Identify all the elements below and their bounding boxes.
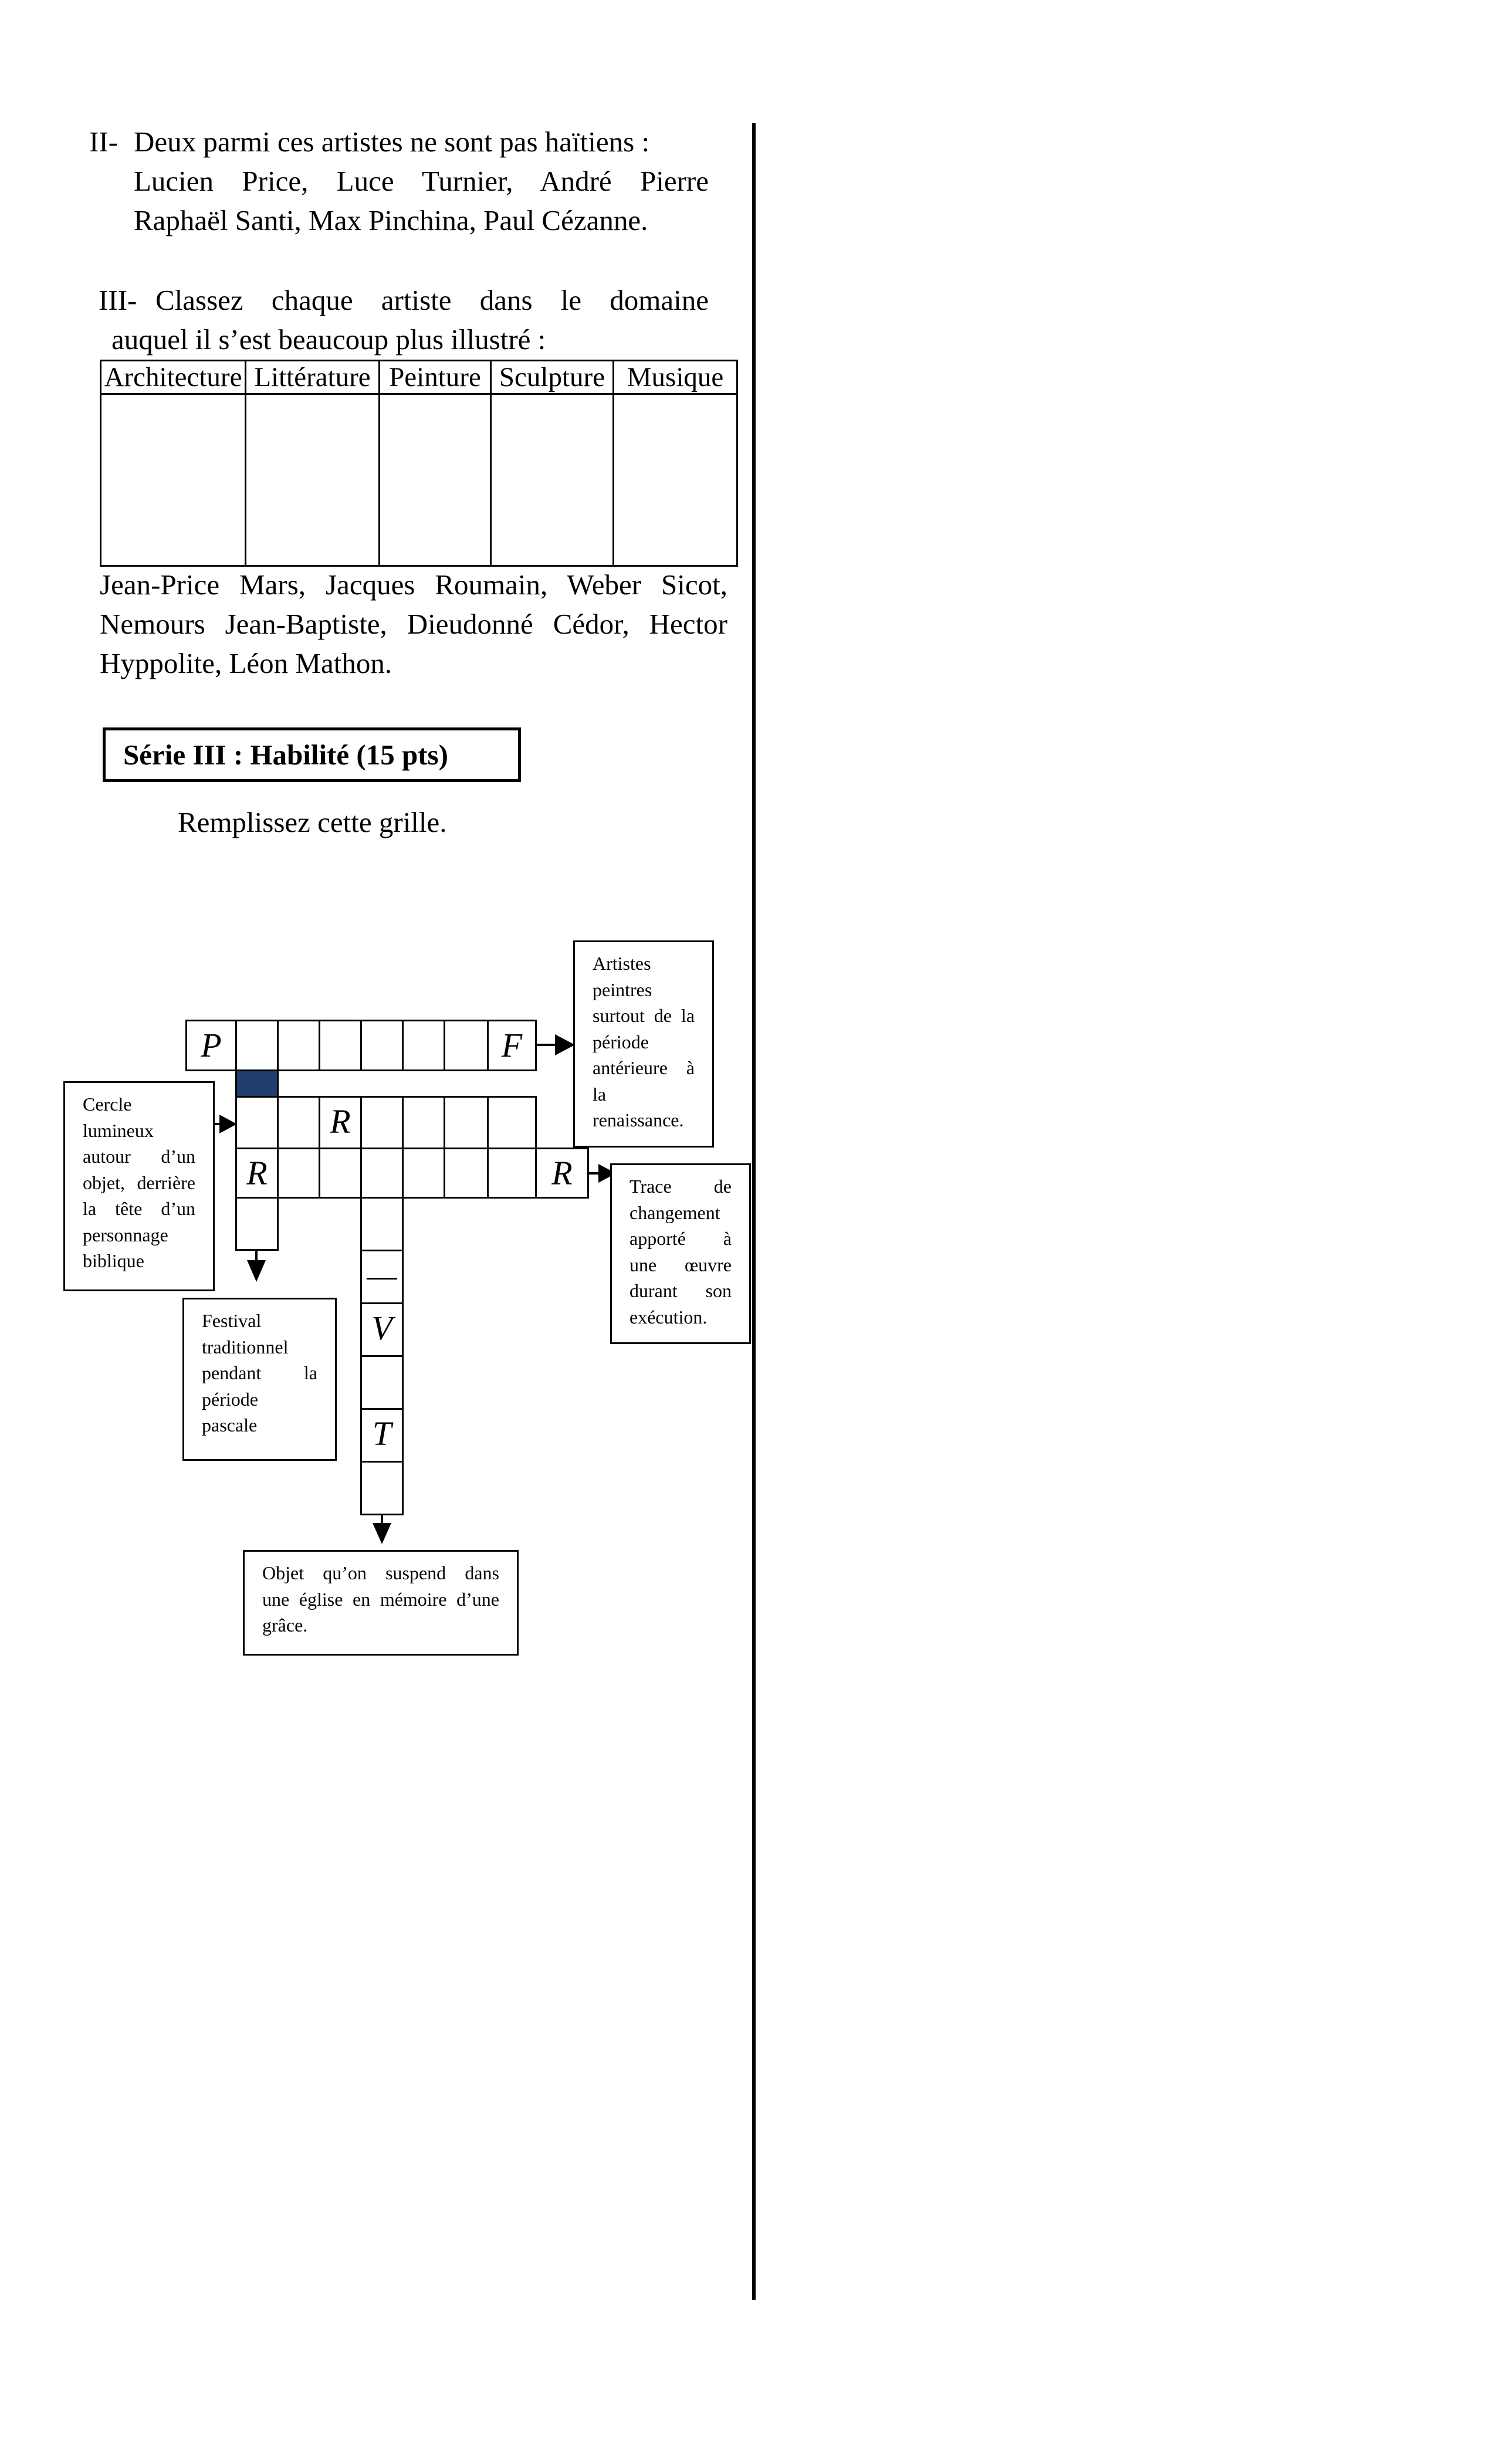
clue-trace-line: une œuvre <box>629 1254 732 1275</box>
clue-artistes-line: période <box>593 1031 649 1052</box>
clue-cercle-line: objet, derrière <box>83 1172 195 1193</box>
arrow-cercle-head <box>219 1115 237 1133</box>
clue-artistes-line: peintres <box>593 979 652 1000</box>
header-sculpture: Sculpture <box>490 360 614 395</box>
clue-artistes: Artistes peintres surtout de la période … <box>573 940 714 1148</box>
grid-cell-r1-c3[interactable] <box>277 1020 320 1071</box>
clue-artistes-line: la <box>593 1083 607 1105</box>
clue-artistes-line: renaissance. <box>593 1109 684 1131</box>
grid-cell-r1-c2[interactable] <box>235 1020 279 1071</box>
clue-cercle-line: autour d’un <box>83 1146 195 1167</box>
clue-cercle: Cercle lumineux autour d’un objet, derri… <box>63 1081 215 1291</box>
clue-festival: Festival traditionnel pendant la période… <box>182 1298 337 1461</box>
clue-festival-line: pascale <box>202 1414 258 1436</box>
grid-cell-r3-c4[interactable] <box>360 1148 404 1199</box>
answer-cell-musique[interactable] <box>612 393 738 567</box>
clue-artistes-line: antérieure à <box>593 1057 695 1078</box>
answer-cell-architecture[interactable] <box>100 393 246 567</box>
section-3-number: III- <box>99 284 137 316</box>
header-musique: Musique <box>612 360 738 395</box>
clue-festival-line: période <box>202 1388 258 1410</box>
grid-cell-r1-c4[interactable] <box>319 1020 362 1071</box>
grid-cell-r3-c2[interactable] <box>277 1148 320 1199</box>
answer-cell-peinture[interactable] <box>378 393 492 567</box>
header-litterature: Littérature <box>245 360 380 395</box>
grid-cell-r1-c1[interactable]: P <box>185 1020 237 1071</box>
names-line-3: Hyppolite, Léon Mathon. <box>100 647 392 679</box>
grid-cell-r3-c5[interactable] <box>402 1148 445 1199</box>
arrow-trace-head <box>598 1164 616 1183</box>
grid-cell-r3-c8[interactable]: R <box>535 1148 589 1199</box>
table-header-row: Architecture Littérature Peinture Sculpt… <box>100 360 738 395</box>
clue-cercle-line: personnage <box>83 1224 168 1245</box>
table-answer-row <box>100 393 738 567</box>
clue-cercle-line: Cercle <box>83 1094 132 1115</box>
clue-objet-line: grâce. <box>262 1615 308 1636</box>
clue-trace-line: durant son <box>629 1280 732 1301</box>
arrow-artistes-head <box>555 1034 575 1055</box>
grid-cell-v6[interactable] <box>360 1461 404 1515</box>
arrow-festival-head <box>247 1260 266 1282</box>
clue-artistes-line: surtout de la <box>593 1005 695 1026</box>
clue-trace: Trace de changement apporté à une œuvre … <box>610 1163 751 1344</box>
header-peinture: Peinture <box>378 360 492 395</box>
clue-festival-line: traditionnel <box>202 1336 289 1358</box>
clue-artistes-line: Artistes <box>593 953 651 974</box>
section-2-line-1: Deux parmi ces artistes ne sont pas haït… <box>134 126 650 158</box>
grid-cell-r2-c7[interactable] <box>487 1096 537 1149</box>
clue-objet-line: une église en mémoire d’une <box>262 1588 499 1610</box>
clue-cercle-line: biblique <box>83 1250 144 1271</box>
clue-trace-line: exécution. <box>629 1306 708 1328</box>
section-2-line-2: Lucien Price, Luce Turnier, André Pierre <box>134 165 709 197</box>
grid-cell-v2[interactable]: — <box>360 1250 404 1304</box>
header-architecture: Architecture <box>100 360 246 395</box>
serie-3-title: Série III : Habilité (15 pts) <box>103 727 521 782</box>
clue-cercle-line: lumineux <box>83 1119 154 1141</box>
answer-cell-litterature[interactable] <box>245 393 380 567</box>
grid-cell-v5[interactable]: T <box>360 1408 404 1463</box>
clue-festival-line: Festival <box>202 1310 262 1331</box>
clue-objet: Objet qu’on suspend dans une église en m… <box>243 1550 519 1656</box>
grid-cell-r1-c6[interactable] <box>402 1020 445 1071</box>
grid-cell-v3[interactable]: V <box>360 1302 404 1357</box>
names-line-2: Nemours Jean-Baptiste, Dieudonné Cédor, … <box>100 608 727 640</box>
section-3-line-2: auquel il s’est beaucoup plus illustré : <box>111 323 546 356</box>
answer-cell-sculpture[interactable] <box>490 393 614 567</box>
section-2-line-3: Raphaël Santi, Max Pinchina, Paul Cézann… <box>134 204 648 236</box>
clue-objet-line: Objet qu’on suspend dans <box>262 1562 499 1583</box>
serie-3-instruction: Remplissez cette grille. <box>178 806 447 838</box>
clue-trace-line: Trace de <box>629 1176 732 1197</box>
section-3-line-1: Classez chaque artiste dans le domaine <box>155 284 709 316</box>
grid-cell-festival-extra[interactable] <box>235 1197 279 1251</box>
clue-festival-line: pendant la <box>202 1362 317 1383</box>
names-line-1: Jean-Price Mars, Jacques Roumain, Weber … <box>100 568 727 601</box>
grid-cell-r1-c8[interactable]: F <box>487 1020 537 1071</box>
classification-table: Architecture Littérature Peinture Sculpt… <box>100 360 738 567</box>
clue-trace-line: apporté à <box>629 1228 732 1249</box>
section-2-number: II- <box>89 126 118 158</box>
arrow-objet-head <box>373 1523 391 1544</box>
clue-trace-line: changement <box>629 1201 720 1223</box>
clue-cercle-line: la tête d’un <box>83 1198 195 1219</box>
column-divider <box>752 123 756 2300</box>
